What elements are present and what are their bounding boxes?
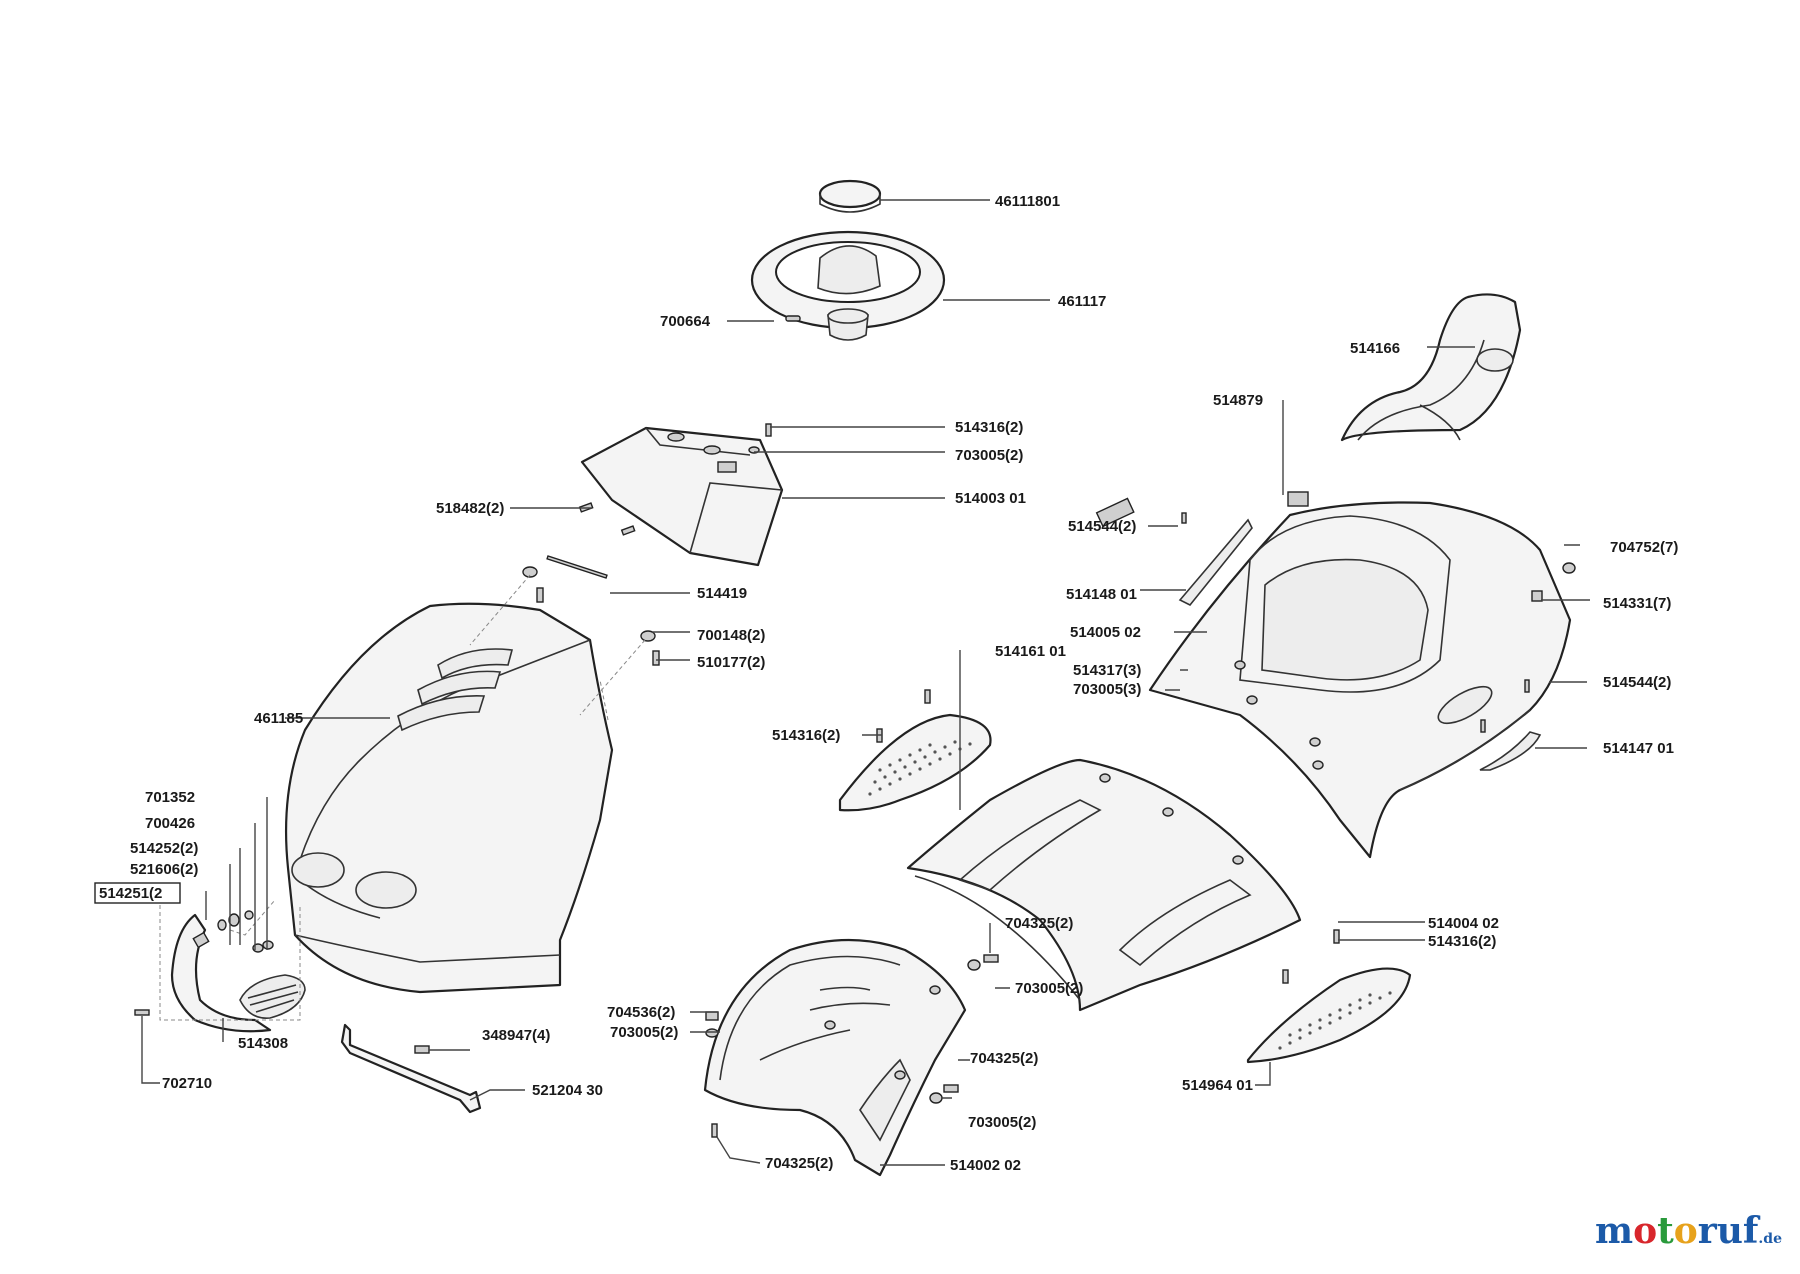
front-panel-hardware [705,954,999,1138]
fender-bracket-right [1479,731,1542,771]
label-510177: 510177(2) [697,654,765,671]
label-701352: 701352 [145,789,195,806]
label-514317: 514317(3) [1073,662,1141,679]
label-514252: 514252(2) [130,840,198,857]
fender-bracket-left [1178,512,1253,607]
label-514002: 514002 02 [950,1157,1021,1174]
steering-wheel [750,230,946,341]
label-514964: 514964 01 [1182,1077,1253,1094]
label-514419: 514419 [697,585,747,602]
label-514161: 514161 01 [995,643,1066,660]
label-514147: 514147 01 [1603,740,1674,757]
label-514544-right: 514544(2) [1603,674,1671,691]
label-703005-front-top: 703005(2) [1015,980,1083,997]
label-514544-left: 514544(2) [1068,518,1136,535]
hood [284,602,614,994]
label-521204: 521204 30 [532,1082,603,1099]
fender-hardware [1095,491,1576,770]
label-700426: 700426 [145,815,195,832]
brand-logo: motoruf.de [1595,1210,1782,1252]
label-704536: 704536(2) [607,1004,675,1021]
label-514331: 514331(7) [1603,595,1671,612]
hood-bracket [340,1023,482,1114]
hood-hardware [522,555,660,666]
label-514166: 514166 [1350,340,1400,357]
label-514308: 514308 [238,1035,288,1052]
label-702710: 702710 [162,1075,212,1092]
label-514316-footrest-left: 514316(2) [772,727,840,744]
seat [1340,293,1522,442]
floorboard [906,758,1302,1012]
label-521606: 521606(2) [130,861,198,878]
fender [1148,501,1572,859]
label-514005: 514005 02 [1070,624,1141,641]
guide-lines [159,574,646,1021]
label-514148: 514148 01 [1066,586,1137,603]
label-514003: 514003 01 [955,490,1026,507]
label-514251: 514251(2 [99,885,162,902]
label-704325-front-bottom: 704325(2) [765,1155,833,1172]
label-704752: 704752(7) [1610,539,1678,556]
footrest-right-pattern [1278,991,1392,1050]
label-514316-floor: 514316(2) [1428,933,1496,950]
label-514879: 514879 [1213,392,1263,409]
label-514004: 514004 02 [1428,915,1499,932]
label-46111801: 46111801 [995,193,1060,210]
headlight-assembly [134,910,306,1033]
leader-lines [141,199,1590,1166]
label-461185: 461185 [254,710,303,727]
steering-wheel-cap [818,179,882,213]
label-518482: 518482(2) [436,500,504,517]
label-461117: 461117 [1058,293,1106,310]
label-703005-fender: 703005(3) [1073,681,1141,698]
label-514251-box [94,882,181,904]
label-700664: 700664 [660,313,711,330]
footrest-left-pattern [868,740,972,796]
footrest-right [1246,967,1412,1064]
footrest-right-screws [1282,929,1340,984]
label-348947: 348947(4) [482,1027,550,1044]
label-704325-front-mid: 704325(2) [970,1050,1038,1067]
label-703005-dashboard: 703005(2) [955,447,1023,464]
label-703005-front-mid: 703005(2) [968,1114,1036,1131]
footrest-left [838,713,992,812]
label-704325-front-top: 704325(2) [1005,915,1073,932]
label-514316-dashboard: 514316(2) [955,419,1023,436]
dashboard-panel [580,426,784,567]
front-panel [703,938,967,1177]
steering-pin [785,315,801,322]
label-700148: 700148(2) [697,627,765,644]
label-703005-front-left: 703005(2) [610,1024,678,1041]
